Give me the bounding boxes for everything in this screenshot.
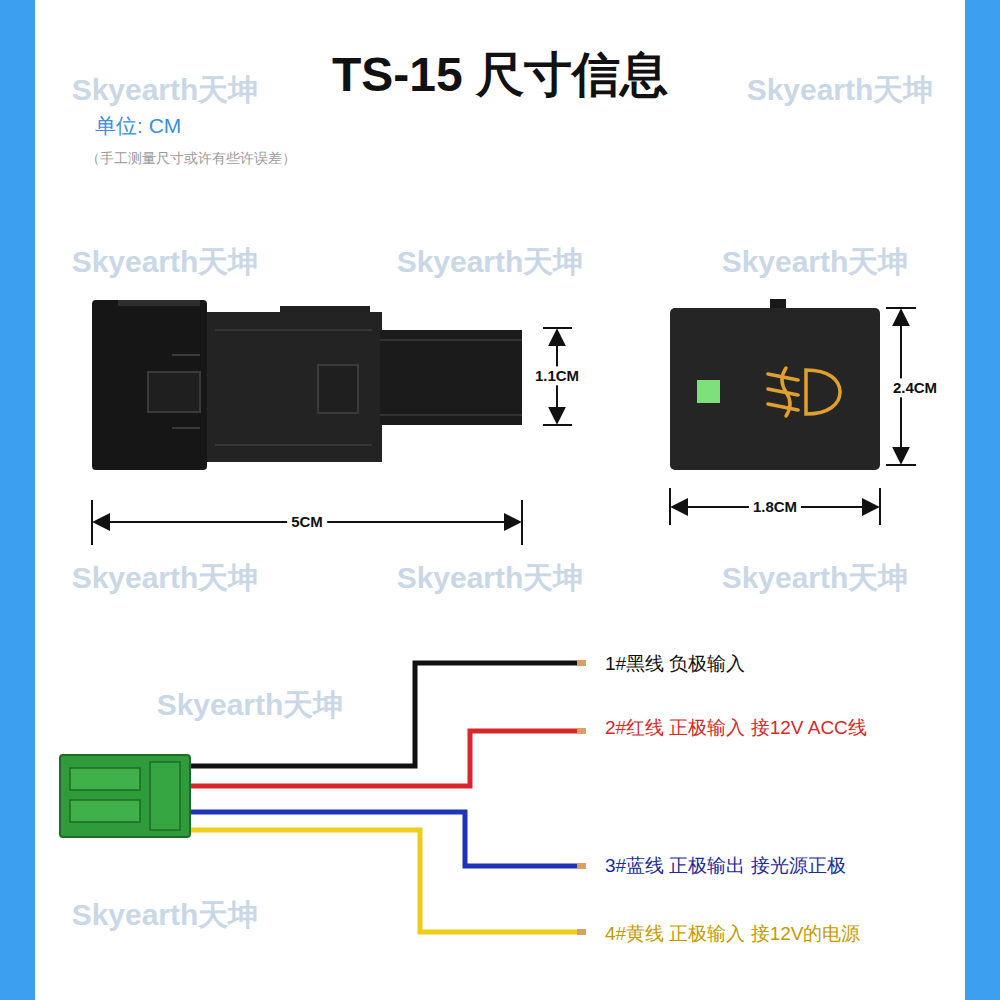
dimension-label: 1.1CM [531,366,583,385]
wire-label: 3#蓝线 正极输出 接光源正极 [605,855,846,877]
watermark: Skyearth天坤 [722,245,909,280]
page-title: TS-15 尺寸信息 [332,47,668,102]
watermark: Skyearth天坤 [72,561,259,596]
wire-tips [577,660,586,935]
watermark: Skyearth天坤 [72,245,259,280]
watermark: Skyearth天坤 [722,561,909,596]
dimension-label: 1.8CM [749,497,801,516]
unit-note: 单位: CM [95,114,181,138]
wire-label: 4#黄线 正极输入 接12V的电源 [605,923,861,945]
fog-lamp-symbol [768,368,840,416]
watermark: Skyearth天坤 [397,245,584,280]
watermark: Skyearth天坤 [747,73,934,108]
watermark: Skyearth天坤 [72,73,259,108]
connector-plug [60,755,190,837]
switch-front-view [670,299,880,470]
watermark: Skyearth天坤 [157,688,344,723]
watermark: Skyearth天坤 [72,898,259,933]
tolerance-note: （手工测量尺寸或许有些许误差） [86,150,296,166]
side-bar [0,0,35,1000]
dimension-label: 5CM [287,512,327,531]
switch-side-view [92,300,522,470]
side-bar [965,0,1000,1000]
dimension-lines [92,308,916,545]
watermark: Skyearth天坤 [397,561,584,596]
wire-label: 2#红线 正极输入 接12V ACC线 [605,717,867,739]
wire-label: 1#黑线 负极输入 [605,653,745,675]
dimension-label: 2.4CM [889,378,941,397]
